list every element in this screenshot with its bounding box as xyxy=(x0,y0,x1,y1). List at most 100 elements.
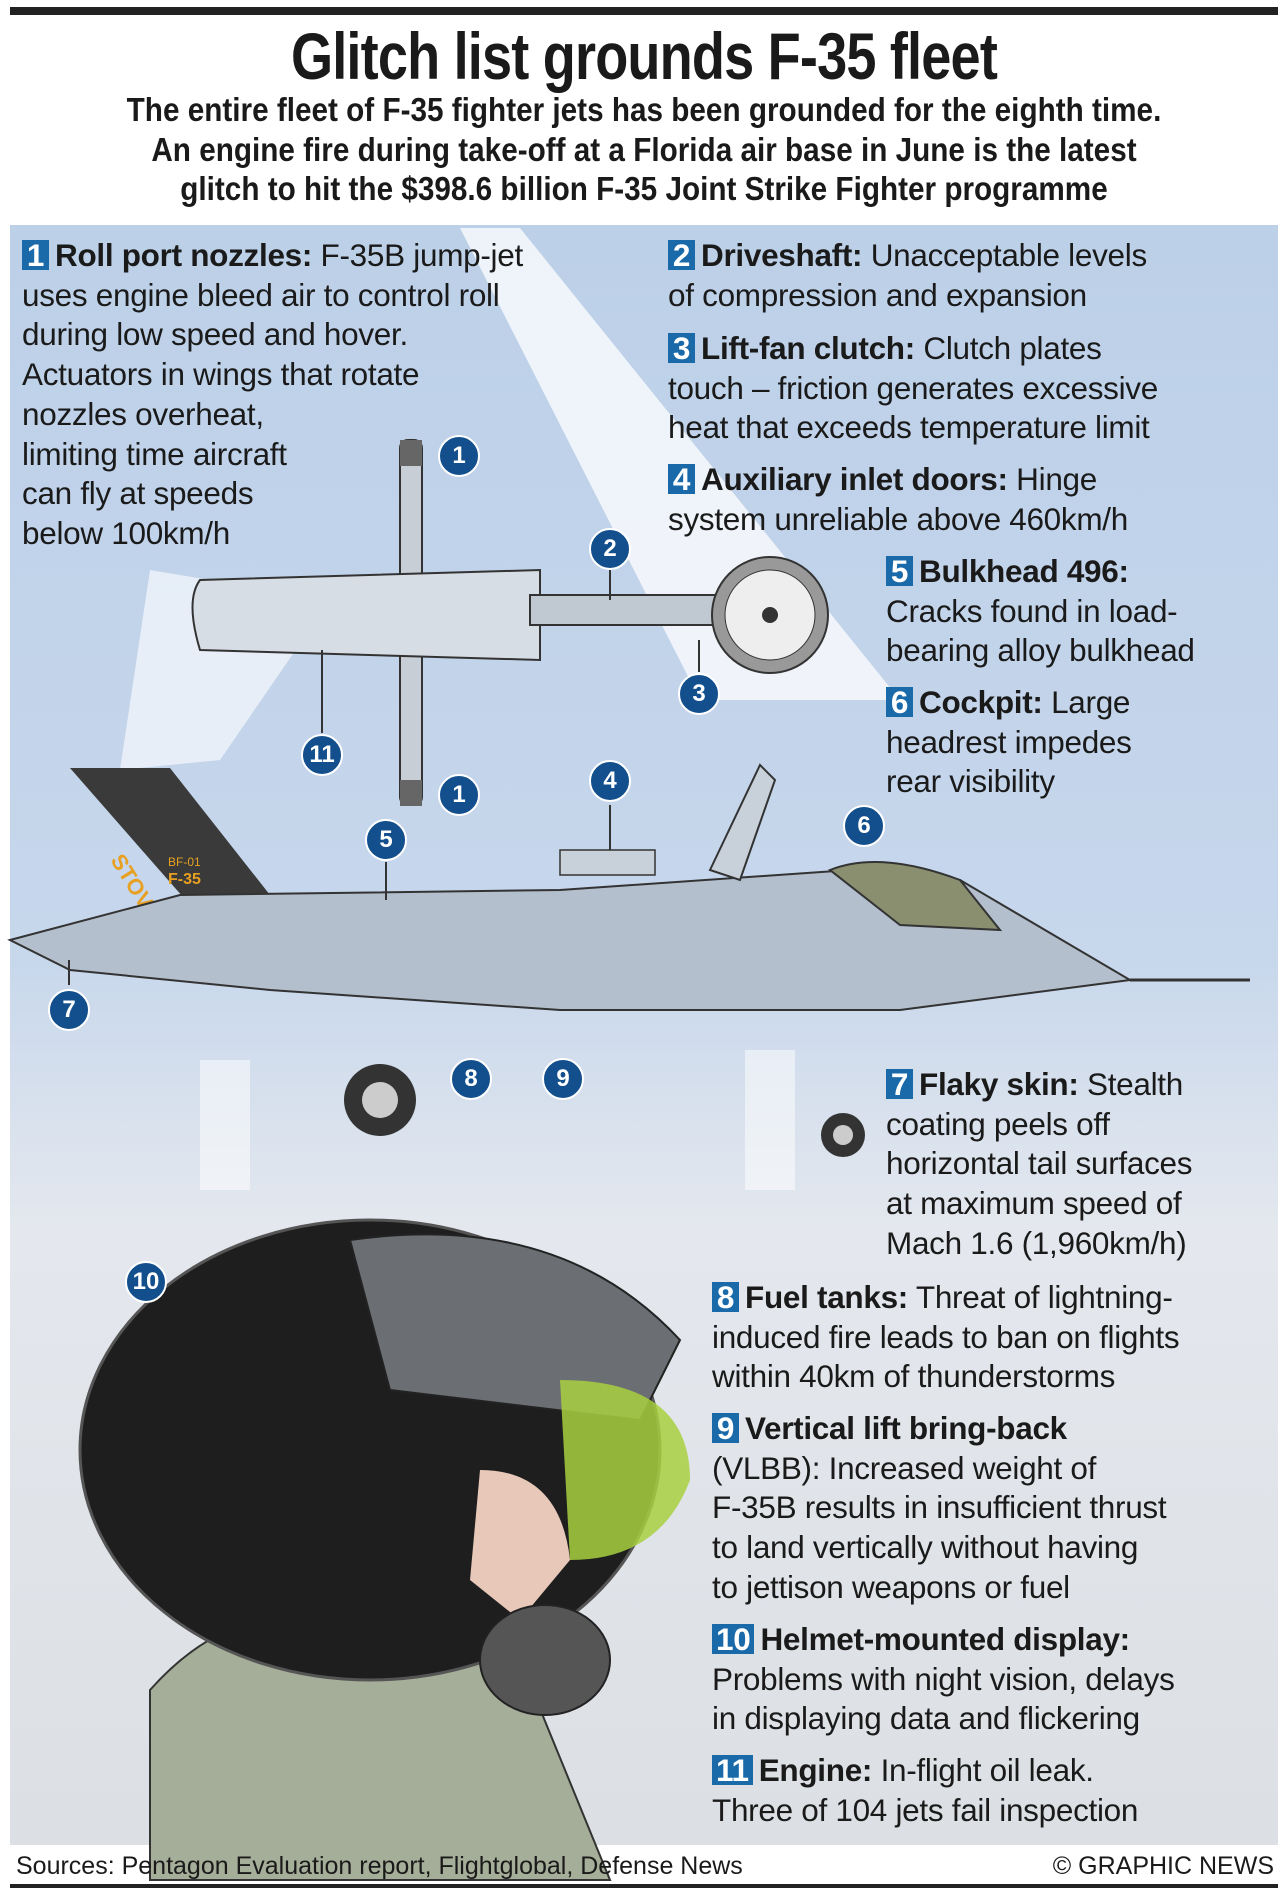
item-text: touch – friction generates excessive xyxy=(668,369,1158,406)
item-title: Roll port nozzles: xyxy=(55,237,313,273)
item-line: touch – friction generates excessive xyxy=(668,369,1158,409)
item-text: F-35B jump-jet xyxy=(320,237,524,273)
item-text: below 100km/h xyxy=(22,514,230,551)
top-rule xyxy=(10,7,1278,15)
item-text: Threat of lightning- xyxy=(915,1279,1173,1315)
engine-body xyxy=(191,568,541,662)
item-line: limiting time aircraft xyxy=(22,435,523,475)
item-text: Stealth xyxy=(1086,1066,1183,1102)
oxygen-mask xyxy=(479,1604,611,1716)
item-title: Fuel tanks: xyxy=(745,1279,908,1315)
number-badge: 2 xyxy=(668,239,695,271)
marker-8: 8 xyxy=(450,1058,492,1100)
item-text: Clutch plates xyxy=(923,330,1102,366)
item-line: uses engine bleed air to control roll xyxy=(22,276,523,316)
item-line: bearing alloy bulkhead xyxy=(886,631,1195,671)
item-text: Large xyxy=(1051,684,1131,720)
item-line: to land vertically without having xyxy=(712,1528,1166,1568)
item-line: Three of 104 jets fail inspection xyxy=(712,1791,1138,1831)
item-text: Hinge xyxy=(1016,461,1097,497)
sources: Sources: Pentagon Evaluation report, Fli… xyxy=(16,1852,743,1880)
number-badge: 4 xyxy=(668,463,695,495)
item-text: induced fire leads to ban on flights xyxy=(712,1318,1180,1355)
cockpit-canopy xyxy=(828,861,1003,932)
number-badge: 3 xyxy=(668,332,695,364)
item-text: of compression and expansion xyxy=(668,276,1087,313)
item-line: F-35B results in insufficient thrust xyxy=(712,1488,1167,1528)
marker-2: 2 xyxy=(589,528,631,570)
item-text: limiting time aircraft xyxy=(22,435,287,472)
credit: © GRAPHIC NEWS xyxy=(1052,1852,1274,1880)
marker-10: 10 xyxy=(125,1261,167,1303)
helmet-display xyxy=(560,1380,690,1560)
item-line: Cracks found in load- xyxy=(886,592,1195,632)
item-text: can fly at speeds xyxy=(22,475,254,512)
item-line: to jettison weapons or fuel xyxy=(712,1568,1166,1608)
marker-4: 4 xyxy=(589,760,631,802)
number-badge: 1 xyxy=(22,239,49,271)
item-line: Problems with night vision, delays xyxy=(712,1660,1175,1700)
tail-code: BF-01 xyxy=(168,855,201,869)
item-title: Bulkhead 496: xyxy=(919,553,1129,589)
subtitle-line: The entire fleet of F-35 fighter jets ha… xyxy=(126,91,1162,128)
auxiliary-inlet-door xyxy=(559,849,656,876)
headline: Glitch list grounds F-35 fleet xyxy=(290,19,998,93)
item-text: to land vertically without having xyxy=(712,1529,1139,1566)
item-text: system unreliable above 460km/h xyxy=(668,500,1128,537)
item-line: heat that exceeds temperature limit xyxy=(668,408,1158,448)
number-badge: 8 xyxy=(712,1281,739,1313)
subtitle-line: An engine fire during take-off at a Flor… xyxy=(151,131,1137,168)
lift-fan-hub xyxy=(762,607,778,623)
helmet-visor xyxy=(348,1233,682,1422)
item-line: Actuators in wings that rotate xyxy=(22,355,523,395)
item-line: horizontal tail surfaces xyxy=(886,1144,1193,1184)
item-title: Driveshaft: xyxy=(701,237,863,273)
marker-11: 11 xyxy=(301,734,343,776)
item-text: during low speed and hover. xyxy=(22,316,408,353)
item-line: (VLBB): Increased weight of xyxy=(712,1449,1166,1489)
lift-fan-door xyxy=(708,763,777,882)
marker-5: 5 xyxy=(365,819,407,861)
item-text: to jettison weapons or fuel xyxy=(712,1568,1070,1605)
item-text: headrest impedes xyxy=(886,723,1132,760)
number-badge: 10 xyxy=(712,1623,755,1655)
item-line: below 100km/h xyxy=(22,514,523,554)
item-text: bearing alloy bulkhead xyxy=(886,632,1195,669)
tail-fin xyxy=(70,768,270,905)
number-badge: 11 xyxy=(712,1754,753,1786)
item-line: headrest impedes xyxy=(886,723,1132,763)
item-text: horizontal tail surfaces xyxy=(886,1145,1193,1182)
marker-1: 1 xyxy=(438,774,480,816)
roll-nozzle-icon xyxy=(400,780,422,806)
item-text: Cracks found in load- xyxy=(886,592,1178,629)
exhaust-plume xyxy=(745,1050,795,1190)
item-line: of compression and expansion xyxy=(668,276,1147,316)
number-badge: 6 xyxy=(886,686,913,718)
item-title: Auxiliary inlet doors: xyxy=(701,461,1008,497)
item-line: in displaying data and flickering xyxy=(712,1699,1175,1739)
item-text: heat that exceeds temperature limit xyxy=(668,409,1150,446)
item-text: F-35B results in insufficient thrust xyxy=(712,1489,1167,1526)
item-title: Engine: xyxy=(758,1752,873,1788)
driveshaft xyxy=(529,594,731,626)
number-badge: 7 xyxy=(886,1068,913,1100)
item-line: during low speed and hover. xyxy=(22,315,523,355)
item-title: Cockpit: xyxy=(919,684,1043,720)
item-line: Mach 1.6 (1,960km/h) xyxy=(886,1224,1192,1264)
item-text: in displaying data and flickering xyxy=(712,1700,1140,1737)
